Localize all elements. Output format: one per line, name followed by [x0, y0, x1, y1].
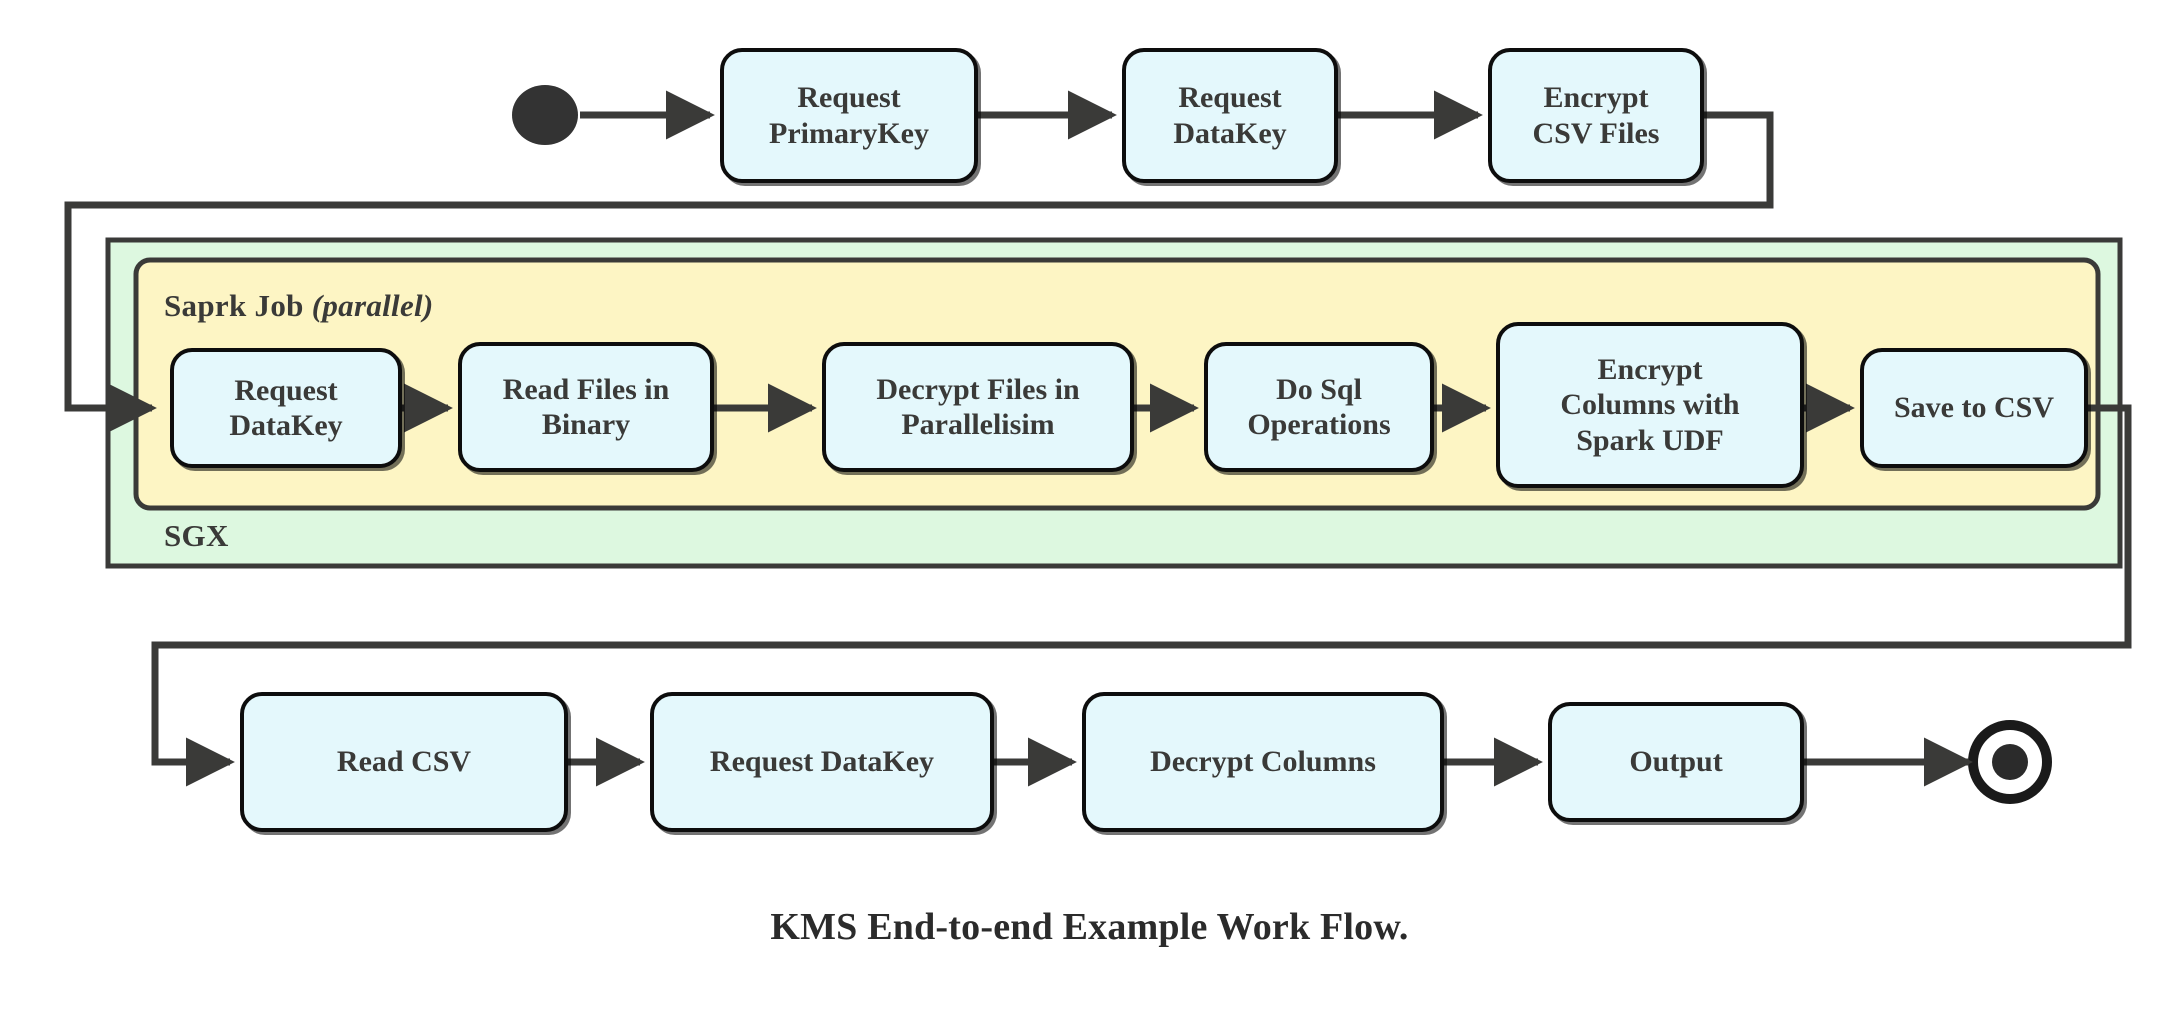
node-label: Encrypt Columns with Spark UDF	[1560, 352, 1740, 457]
spark-job-region-label: Saprk Job (parallel)	[164, 288, 434, 324]
node-label: Request PrimaryKey	[769, 81, 929, 150]
node-do-sql-operations[interactable]: Do Sql Operations	[1204, 342, 1434, 472]
diagram-caption: KMS End-to-end Example Work Flow.	[770, 906, 1409, 948]
node-read-csv[interactable]: Read CSV	[240, 692, 568, 832]
node-request-datakey-bottom[interactable]: Request DataKey	[650, 692, 994, 832]
node-save-to-csv[interactable]: Save to CSV	[1860, 348, 2088, 468]
node-label: Read CSV	[336, 745, 472, 779]
sgx-region-label: SGX	[164, 518, 229, 553]
node-label: Decrypt Files in Parallelisim	[876, 372, 1080, 441]
spark-job-label-italic: (parallel)	[311, 288, 434, 323]
node-decrypt-files-in-parallelisim[interactable]: Decrypt Files in Parallelisim	[822, 342, 1134, 472]
node-label: Save to CSV	[1893, 391, 2054, 425]
node-label: Request DataKey	[229, 373, 343, 442]
node-label: Request DataKey	[709, 745, 935, 779]
node-request-primarykey[interactable]: Request PrimaryKey	[720, 48, 978, 183]
node-read-files-in-binary[interactable]: Read Files in Binary	[458, 342, 714, 472]
node-label: Output	[1629, 745, 1723, 779]
node-encrypt-columns-with-spark-udf[interactable]: Encrypt Columns with Spark UDF	[1496, 322, 1804, 488]
node-request-datakey-spark[interactable]: Request DataKey	[170, 348, 402, 468]
node-label: Decrypt Columns	[1150, 745, 1376, 779]
spark-job-label-main: Saprk Job	[164, 288, 304, 323]
node-label: Read Files in Binary	[502, 372, 670, 441]
node-label: Encrypt CSV Files	[1532, 81, 1660, 150]
node-request-datakey-top[interactable]: Request DataKey	[1122, 48, 1338, 183]
node-encrypt-csv-files[interactable]: Encrypt CSV Files	[1488, 48, 1704, 183]
node-output[interactable]: Output	[1548, 702, 1804, 822]
node-decrypt-columns[interactable]: Decrypt Columns	[1082, 692, 1444, 832]
start-node-icon	[512, 85, 578, 145]
arrow-encrypt-csv-to-spark-job	[64, 111, 1774, 433]
node-label: Request DataKey	[1173, 81, 1287, 150]
node-label: Do Sql Operations	[1247, 372, 1391, 441]
end-node-icon	[1968, 720, 2052, 804]
arrow-savetocsv-to-readcsv	[151, 404, 2132, 787]
